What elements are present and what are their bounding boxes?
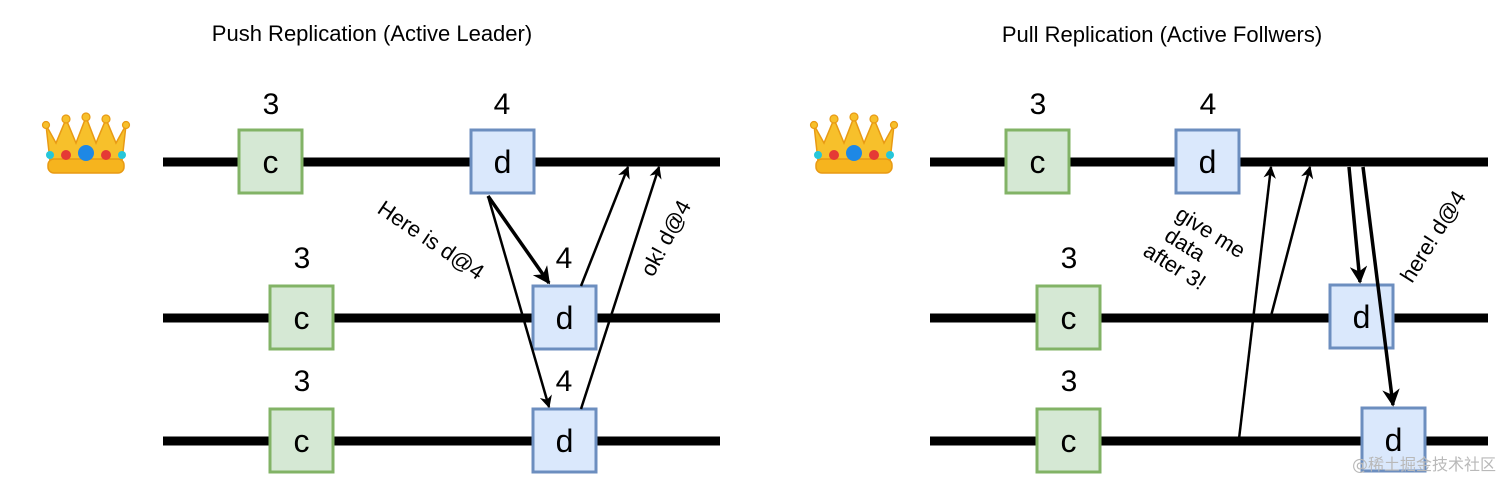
- push-panel: Push Replication (Active Leader) 3 c 4 d…: [41, 21, 720, 474]
- push-title: Push Replication (Active Leader): [212, 21, 532, 46]
- entry-index: 4: [556, 242, 573, 275]
- entry-label: c: [294, 300, 310, 336]
- entry-index: 3: [263, 88, 280, 121]
- log-entry-box: [237, 128, 304, 195]
- entry-index: 3: [294, 365, 311, 398]
- log-entry-box: [469, 128, 536, 195]
- push-arrow-to-follower1: [486, 194, 551, 285]
- ack-arrow-from-follower1: [579, 165, 630, 287]
- push-arrow-to-follower2: [486, 195, 552, 409]
- crown-icon: [41, 112, 131, 174]
- entry-label: d: [1199, 144, 1217, 180]
- entry-label: d: [1385, 422, 1403, 458]
- log-entry-box: [268, 407, 335, 474]
- log-entry-box: [1360, 406, 1427, 473]
- pull-reply-arrow-follower1: [1347, 166, 1368, 284]
- log-entry-box: [268, 284, 335, 351]
- pull-request-arrow-follower2: [1237, 165, 1276, 440]
- log-entry-box: [531, 407, 598, 474]
- entry-index: 3: [1030, 88, 1047, 121]
- pull-reply-arrow-follower2: [1361, 166, 1400, 407]
- entry-index: 3: [294, 242, 311, 275]
- entry-index: 3: [1061, 365, 1078, 398]
- log-entry-box: [531, 284, 598, 351]
- entry-index: 4: [494, 88, 511, 121]
- entry-label: c: [263, 144, 279, 180]
- entry-label: d: [494, 144, 512, 180]
- entry-label: c: [1061, 300, 1077, 336]
- pull-message-request: give me data after 3!: [1139, 201, 1250, 295]
- ack-arrow-from-follower2: [579, 165, 662, 410]
- entry-label: d: [1353, 299, 1371, 335]
- entry-label: d: [556, 300, 574, 336]
- pull-request-arrow-follower1: [1269, 165, 1314, 317]
- pull-title: Pull Replication (Active Follwers): [1002, 22, 1322, 47]
- pull-message-reply: here! d@4: [1395, 186, 1471, 287]
- push-message-send: Here is d@4: [373, 195, 489, 284]
- entry-index: 4: [1200, 88, 1217, 121]
- entry-index: 4: [556, 365, 573, 398]
- entry-label: c: [1030, 144, 1046, 180]
- entry-label: c: [294, 423, 310, 459]
- entry-label: c: [1061, 423, 1077, 459]
- log-entry-box: [1035, 407, 1102, 474]
- crown-icon: [809, 112, 899, 174]
- pull-panel: Pull Replication (Active Follwers) 3 c 4…: [809, 22, 1488, 474]
- log-entry-box: [1035, 284, 1102, 351]
- log-entry-box: [1004, 128, 1071, 195]
- log-entry-box: [1174, 128, 1241, 195]
- entry-index: 3: [1061, 242, 1078, 275]
- entry-label: d: [556, 423, 574, 459]
- watermark: @稀土掘金技术社区: [1352, 455, 1496, 474]
